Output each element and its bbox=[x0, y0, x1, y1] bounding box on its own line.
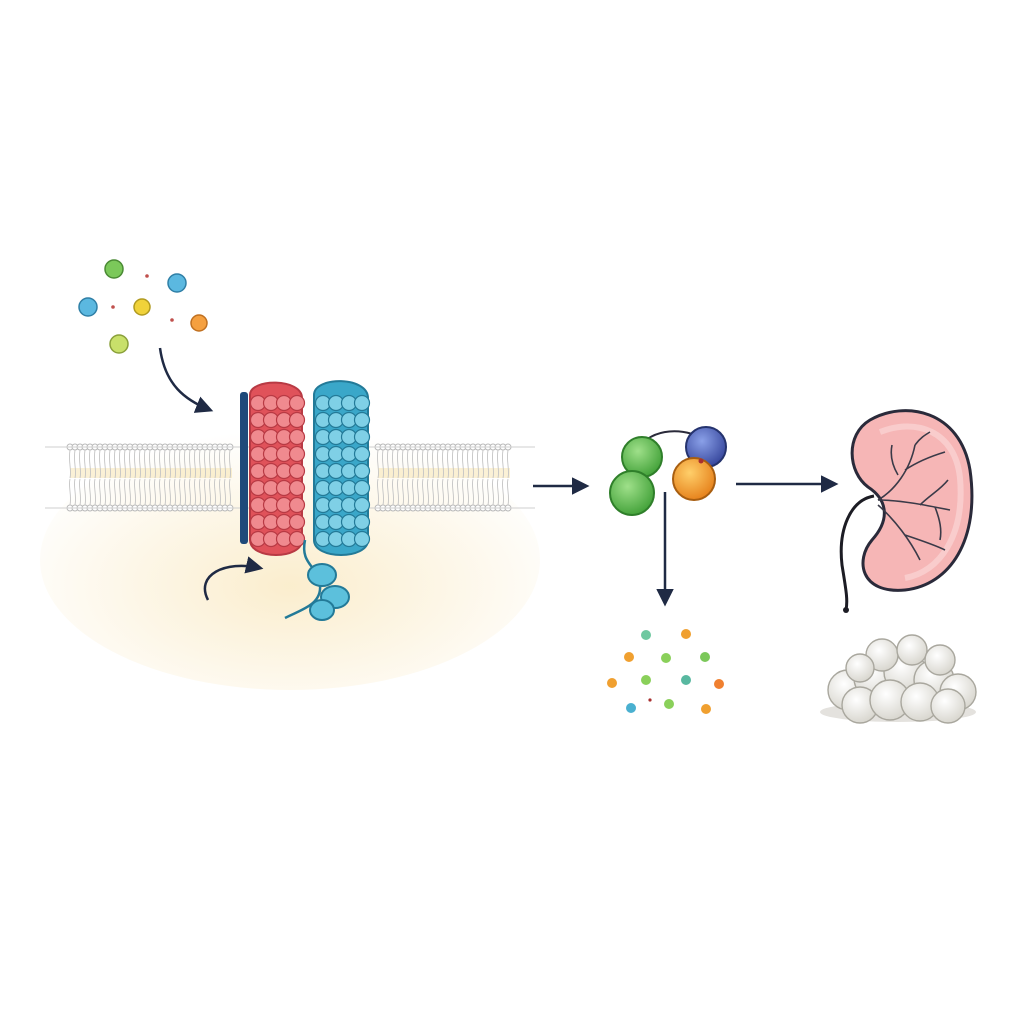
lipid-bilayer bbox=[45, 443, 535, 512]
blue-receptor-subunit bbox=[284, 380, 371, 621]
ligand-molecules-icon bbox=[78, 259, 208, 354]
ligand-binding-arrow bbox=[158, 347, 214, 413]
released-molecules-icon bbox=[607, 629, 724, 714]
kidney-icon bbox=[839, 409, 974, 613]
cell-aggregate-icon bbox=[820, 634, 977, 724]
red-receptor-subunit bbox=[240, 381, 306, 556]
signaling-complex-icon bbox=[609, 426, 727, 516]
activation-loop-arrow bbox=[203, 556, 264, 601]
